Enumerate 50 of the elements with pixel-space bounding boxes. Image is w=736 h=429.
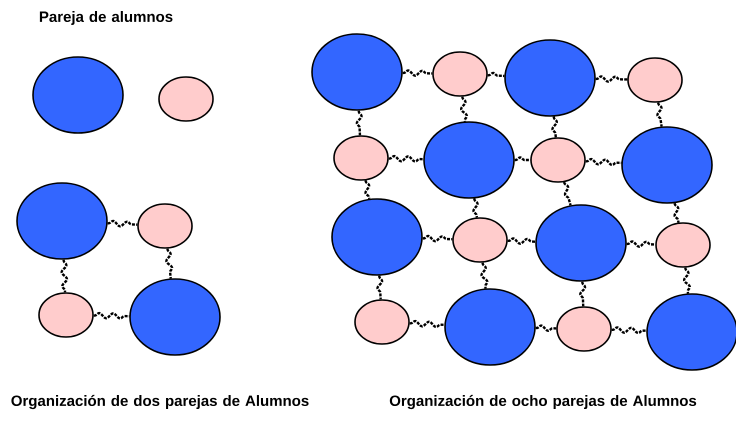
wavy-link [94, 312, 130, 320]
wavy-link [508, 237, 536, 245]
small-circle [38, 292, 94, 338]
small-circle [556, 306, 612, 352]
large-circle [423, 121, 515, 199]
wavy-link [472, 198, 479, 218]
wavy-link [488, 72, 504, 78]
large-circle [535, 204, 627, 282]
wavy-link [480, 262, 488, 289]
wavy-link [60, 260, 68, 292]
wavy-link [376, 276, 384, 300]
wavy-link [422, 234, 452, 242]
small-circle [655, 222, 711, 268]
large-circle [311, 33, 403, 111]
wavy-link [626, 240, 656, 248]
wavy-link [551, 116, 558, 138]
wavy-link [673, 202, 680, 223]
caption: Organización de ocho parejas de Alumnos [390, 394, 696, 410]
wavy-link [563, 182, 572, 206]
heading: Pareja de alumnos [40, 11, 172, 25]
small-circle [432, 51, 488, 97]
wavy-link [656, 102, 663, 127]
small-circle [137, 203, 193, 249]
large-circle [504, 39, 596, 117]
wavy-link [402, 69, 432, 77]
wavy-link [536, 324, 556, 332]
small-circle [354, 299, 410, 345]
wavy-link [108, 220, 138, 228]
wavy-link [165, 248, 174, 278]
large-circle [444, 288, 536, 366]
large-circle [32, 56, 124, 134]
wavy-link [388, 154, 424, 163]
large-circle [16, 182, 108, 260]
large-circle [646, 293, 736, 371]
small-circle [452, 217, 508, 263]
wavy-link [410, 320, 444, 328]
small-circle [333, 135, 389, 181]
wavy-link [586, 158, 622, 166]
small-circle [530, 137, 586, 183]
small-circle [158, 76, 214, 122]
wavy-link [514, 156, 530, 162]
wavy-link [579, 282, 586, 306]
wavy-link [612, 326, 646, 334]
large-circle [331, 198, 423, 276]
wavy-link [364, 180, 370, 199]
small-circle [627, 57, 683, 103]
large-circle [129, 278, 221, 356]
caption: Organización de dos parejas de Alumnos [11, 394, 309, 410]
large-circle [621, 126, 713, 204]
wavy-link [596, 75, 628, 83]
